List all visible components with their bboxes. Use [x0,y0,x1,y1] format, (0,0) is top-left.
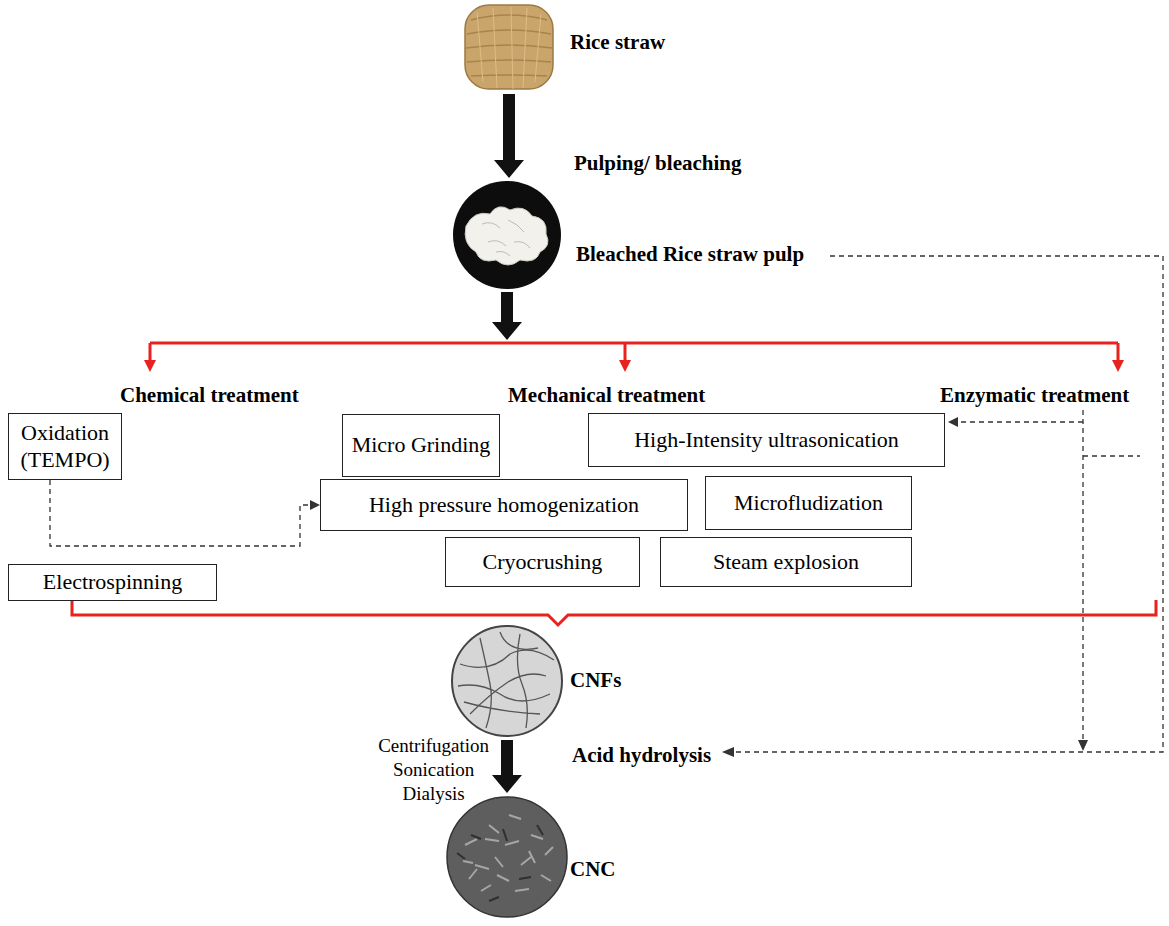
dashed-arrowhead [722,747,734,757]
rice-straw-picture [477,7,541,89]
branch-heading: Chemical treatment [120,383,299,408]
cnc-micrograph [463,815,553,891]
cnf-micrograph [450,624,564,738]
process-box: Micro Grinding [342,414,500,477]
cnc-micrograph [447,797,567,917]
dashed-route [1082,410,1083,741]
arrowhead [310,500,320,510]
connector [50,480,320,546]
split-arrow [492,292,522,340]
red-bracket [72,600,1156,625]
box-text: Electrospinning [43,569,182,595]
box-text: Oxidation (TEMPO) [17,420,113,473]
box-text: High-Intensity ultrasonication [634,427,899,453]
cnc-micrograph [445,795,569,919]
cnf-micrograph [452,626,562,736]
dashed-route [734,256,1163,752]
process-box: Microfludization [705,476,912,530]
rice-straw-picture [465,5,553,89]
step-label: Acid hydrolysis [570,743,713,768]
red-branch [144,360,156,372]
red-branch [619,360,631,372]
red-branch [144,343,1124,372]
dashed-arrowhead [722,417,1088,757]
red-branch [624,343,627,362]
red-branch [1112,360,1124,372]
split-arrow [492,292,522,340]
box-text: Cryocrushing [483,549,603,575]
box-text: Steam explosion [713,549,859,575]
rice-straw-picture [466,15,552,76]
dashed-arrowhead [948,417,958,427]
picture-label: CNC [570,857,616,882]
red-branch [1117,343,1120,362]
dashed-route [958,421,1083,422]
process-box: Steam explosion [660,537,912,587]
cnf-micrograph [458,632,554,728]
red-branch [150,342,1118,345]
picture-node: CNC [445,795,569,919]
process-box: Electrospinning [8,564,217,601]
pulp-picture [465,207,548,265]
block-arrow [494,94,524,178]
rice-straw-picture [463,2,555,92]
red-branch [149,343,152,362]
step-label: Pulping/ bleaching [572,151,743,176]
branch-heading: Enzymatic treatment [940,383,1129,408]
picture-node: Rice straw [463,2,555,92]
connector [494,94,524,178]
dashed-route [734,256,1163,752]
box-text: Micro Grinding [352,432,491,458]
picture-node: CNFs [450,624,564,738]
cnc-micrograph [457,825,543,901]
pulp-picture [453,181,561,289]
box-text: Microfludization [734,490,883,516]
pulp-picture [452,180,562,290]
dashed-connector [50,480,311,546]
picture-label: Bleached Rice straw pulp [576,242,804,267]
picture-label: Rice straw [570,30,665,55]
block-arrow [492,740,522,793]
pulp-picture [482,220,530,256]
step-note: Centrifugation Sonication Dialysis [378,734,489,805]
process-box: High pressure homogenization [320,479,688,531]
dashed-route [1083,455,1140,456]
box-text: High pressure homogenization [369,492,639,518]
process-box: Cryocrushing [445,537,640,587]
connector [492,740,522,793]
picture-node: Bleached Rice straw pulp [452,180,562,290]
process-box: Oxidation (TEMPO) [8,413,122,480]
picture-label: CNFs [570,668,621,693]
dashed-arrowhead [1078,740,1088,751]
branch-heading: Mechanical treatment [508,383,705,408]
process-box: High-Intensity ultrasonication [588,413,945,467]
red-bracket [72,600,1156,625]
